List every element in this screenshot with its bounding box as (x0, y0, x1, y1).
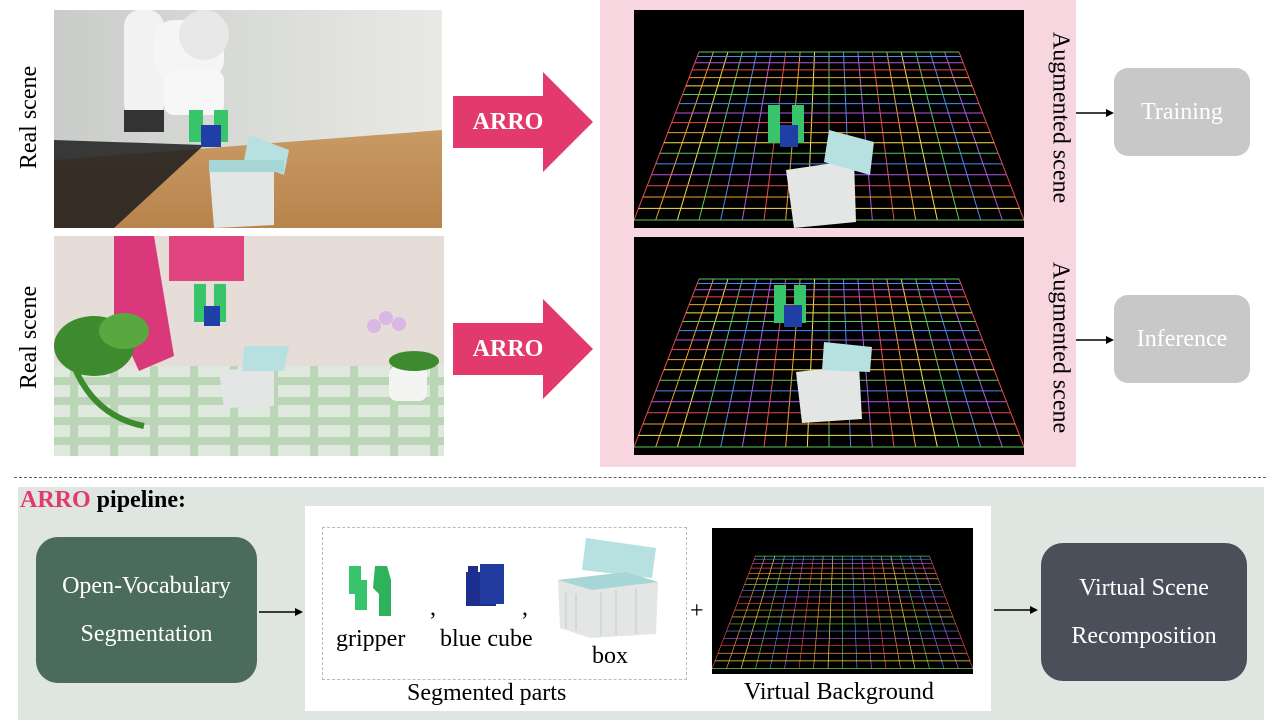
arro-arrow-top: ARRO (453, 72, 593, 172)
augmented-scene-bottom (634, 237, 1024, 455)
virtual-background-caption: Virtual Background (744, 679, 934, 705)
real-scene-photo-robot (54, 10, 442, 228)
real-scene-label-bottom: Real scene (16, 285, 43, 390)
recompose-line2: Recomposition (1071, 623, 1217, 649)
recompose-line1: Virtual Scene (1079, 575, 1209, 601)
inference-box: Inference (1114, 295, 1250, 383)
pipeline-title: ARRO pipeline: (20, 487, 186, 514)
segmentation-line2: Segmentation (80, 621, 213, 647)
arrow-to-inference (1076, 336, 1114, 344)
arro-arrow-label: ARRO (472, 335, 544, 362)
part-label-box: box (592, 643, 628, 669)
grid-floor-icon (712, 555, 973, 669)
arro-arrow-label: ARRO (472, 108, 544, 135)
segmented-parts-caption: Segmented parts (407, 680, 567, 706)
real-scene-label-top: Real scene (16, 65, 43, 170)
robot-arm-icon (124, 10, 229, 132)
real-scene-photo-plants (54, 236, 444, 456)
blue-cube-icon (466, 564, 504, 606)
separator-1: , (430, 595, 436, 621)
training-box: Training (1114, 68, 1250, 156)
arrow-to-training (1076, 109, 1114, 117)
plus-sign: + (690, 598, 704, 624)
gripper-icon (349, 566, 391, 616)
separator-2: , (522, 595, 528, 621)
open-vocabulary-segmentation-box: Open-Vocabulary Segmentation (36, 537, 257, 683)
gripper-icon-2 (194, 284, 206, 322)
part-label-gripper: gripper (336, 626, 406, 652)
segmented-parts-frame (322, 527, 687, 680)
pipeline-title-rest: pipeline: (90, 487, 187, 513)
augmented-scene-label-bottom: Augmented scene (1047, 261, 1074, 434)
plant-icon (54, 313, 149, 429)
arrow-to-segmented (259, 608, 303, 616)
augmented-scene-top (634, 10, 1024, 228)
virtual-background-image (712, 528, 973, 674)
section-divider (14, 477, 1266, 478)
part-label-blue-cube: blue cube (440, 626, 533, 652)
treasure-box-icon (558, 538, 658, 638)
virtual-scene-recomposition-box: Virtual Scene Recomposition (1041, 543, 1247, 681)
arro-arrow-bottom: ARRO (453, 299, 593, 399)
segmentation-line1: Open-Vocabulary (62, 573, 231, 599)
blue-cube-icon (201, 125, 221, 147)
pipeline-title-accent: ARRO (20, 487, 91, 513)
orchid-icon (367, 311, 439, 401)
augmented-scene-label-top: Augmented scene (1047, 31, 1074, 204)
treasure-box-icon (209, 135, 289, 228)
arrow-to-recomposition (994, 606, 1038, 614)
